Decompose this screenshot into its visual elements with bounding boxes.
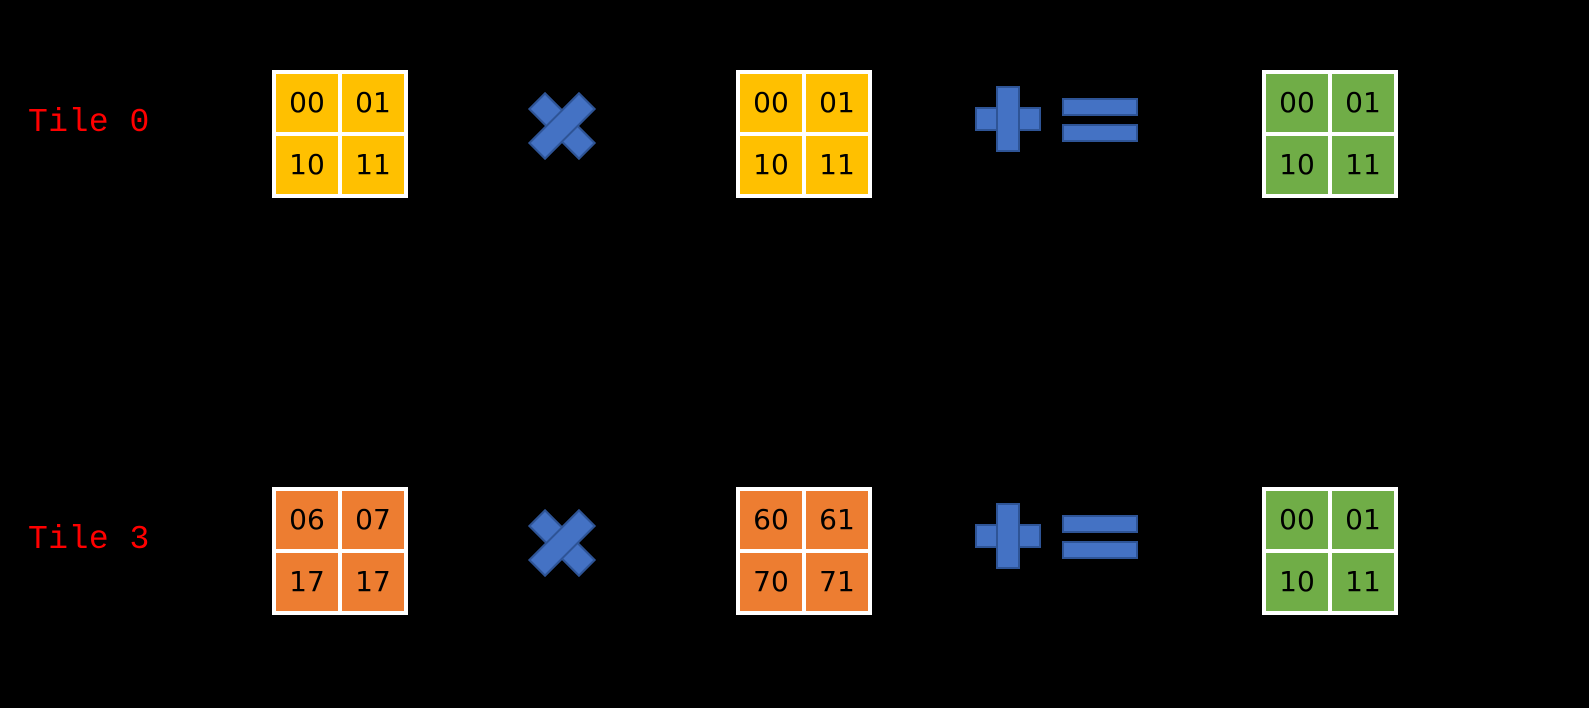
matrix-cell: 10	[1266, 136, 1328, 194]
multiply-symbol-icon	[524, 88, 600, 164]
equals-bar	[1062, 98, 1138, 116]
tile-label-0: Tile 0	[28, 104, 150, 141]
tile-row-3: Tile 3 06 07 17 17 60 61 70 71 00 01	[0, 475, 1589, 645]
matrix-result-tile-0: 00 01 10 11	[1262, 70, 1398, 198]
plus-arm-vertical	[996, 86, 1020, 152]
tile-label-3: Tile 3	[28, 521, 150, 558]
matrix-cell: 01	[806, 74, 868, 132]
matrix-cell: 10	[1266, 553, 1328, 611]
matrix-cell: 60	[740, 491, 802, 549]
equals-symbol-icon	[1062, 98, 1138, 142]
matrix-cell: 06	[276, 491, 338, 549]
plus-symbol-icon	[975, 86, 1041, 152]
matrix-cell: 01	[1332, 74, 1394, 132]
equals-symbol-icon	[1062, 515, 1138, 559]
matrix-cell: 17	[342, 553, 404, 611]
matrix-cell: 11	[1332, 553, 1394, 611]
matrix-cell: 10	[276, 136, 338, 194]
matrix-cell: 00	[276, 74, 338, 132]
plus-symbol-icon	[975, 503, 1041, 569]
matrix-cell: 01	[342, 74, 404, 132]
equals-bar	[1062, 124, 1138, 142]
matrix-cell: 11	[806, 136, 868, 194]
matrix-cell: 11	[1332, 136, 1394, 194]
multiply-symbol-icon	[524, 505, 600, 581]
matrix-b-tile-3: 60 61 70 71	[736, 487, 872, 615]
matrix-cell: 10	[740, 136, 802, 194]
plus-arm-vertical	[996, 503, 1020, 569]
tile-row-0: Tile 0 00 01 10 11 00 01 10 11 00 01	[0, 58, 1589, 228]
matrix-cell: 70	[740, 553, 802, 611]
matrix-cell: 07	[342, 491, 404, 549]
matrix-a-tile-0: 00 01 10 11	[272, 70, 408, 198]
matrix-cell: 00	[1266, 491, 1328, 549]
matrix-b-tile-0: 00 01 10 11	[736, 70, 872, 198]
equals-bar	[1062, 541, 1138, 559]
matrix-cell: 71	[806, 553, 868, 611]
matrix-cell: 00	[740, 74, 802, 132]
matrix-cell: 17	[276, 553, 338, 611]
equals-bar	[1062, 515, 1138, 533]
matrix-cell: 00	[1266, 74, 1328, 132]
matrix-a-tile-3: 06 07 17 17	[272, 487, 408, 615]
matrix-cell: 11	[342, 136, 404, 194]
matrix-result-tile-3: 00 01 10 11	[1262, 487, 1398, 615]
matrix-cell: 61	[806, 491, 868, 549]
matrix-cell: 01	[1332, 491, 1394, 549]
